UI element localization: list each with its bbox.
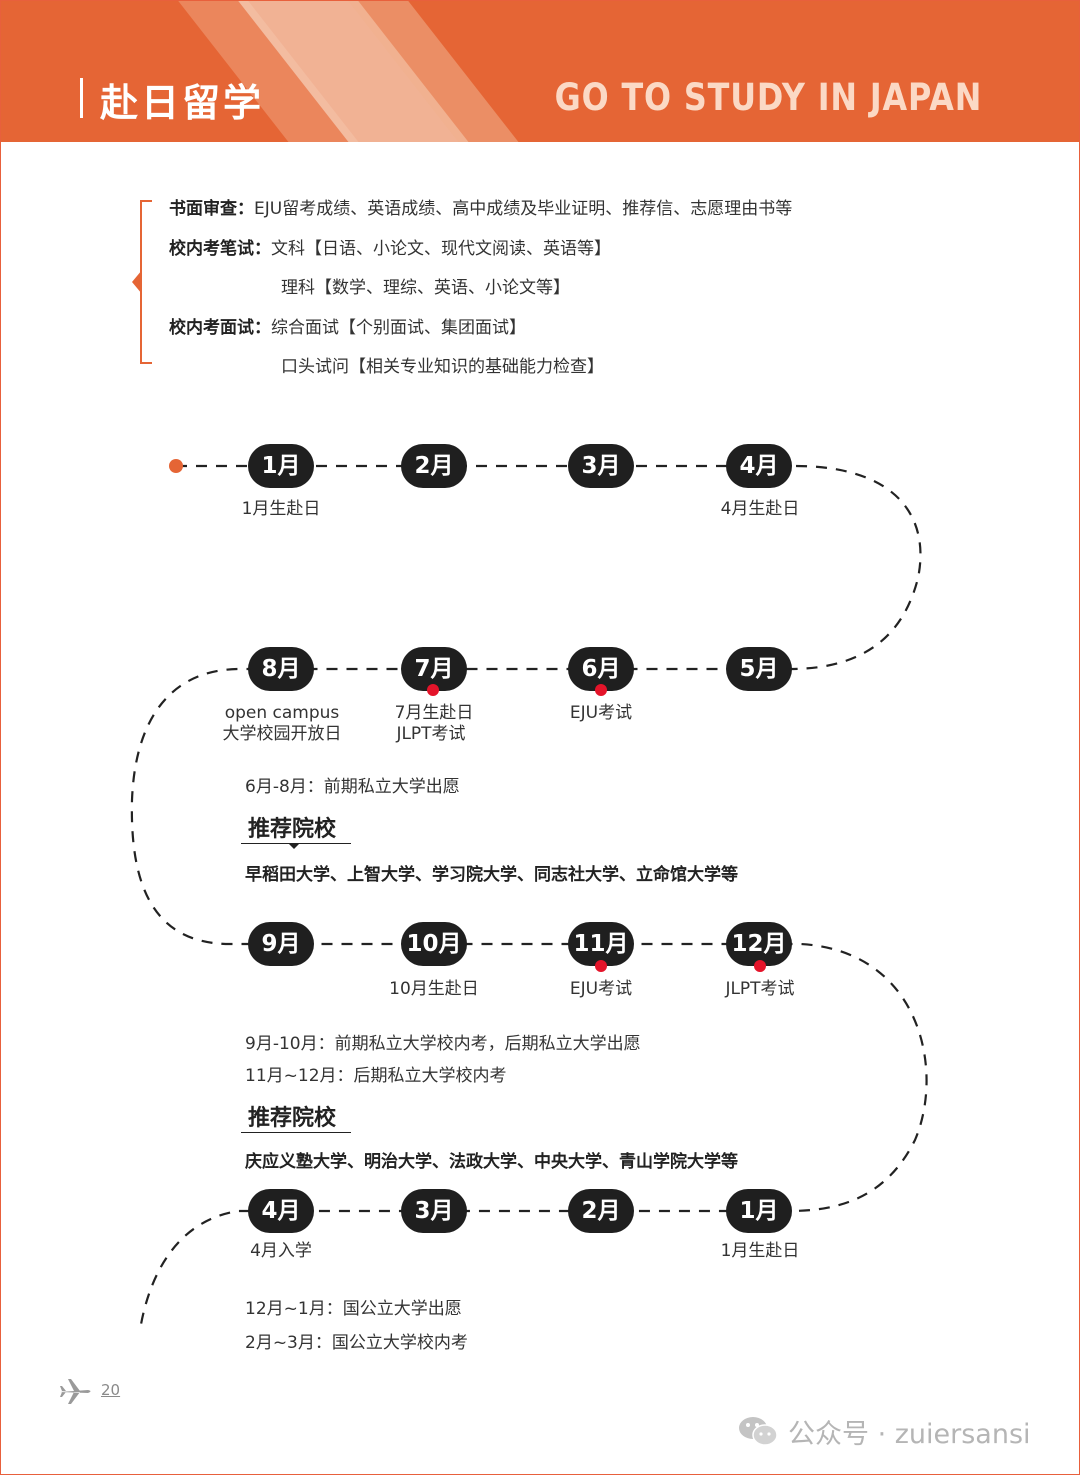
requirement-label: 校内考笔试： [169,239,271,259]
page-title: 赴日留学 [100,81,265,125]
month-pill: 6月 [568,647,634,691]
month-pill: 2月 [401,444,467,488]
requirement-label: 校内考面试： [169,318,271,338]
month-pill: 3月 [568,444,634,488]
title-bar [80,78,83,118]
month-pill: 9月 [248,922,314,966]
requirement-interview: 校内考面试：综合面试【个别面试、集团面试】 [169,313,526,338]
recommend-heading: 推荐院校 [248,1106,337,1131]
event-marker [595,684,607,696]
timeline-note: 6月-8月：前期私立大学出愿 [245,777,460,797]
requirement-document-review: 书面审查：EJU留考成绩、英语成绩、高中成绩及毕业证明、推荐信、志愿理由书等 [169,194,792,219]
timeline-note: 12月~1月：国公立大学出愿 [245,1299,462,1319]
event-marker [595,960,607,972]
month-event-label: 4月入学 [250,1241,312,1261]
month-event-label: 7月生赴日 [394,703,474,723]
month-pill: 7月 [401,647,467,691]
page-title-english: GO TO STUDY IN JAPAN [554,76,982,119]
recommended-schools: 庆应义塾大学、明治大学、法政大学、中央大学、青山学院大学等 [245,1152,738,1172]
month-event-label: JLPT考试 [396,724,466,744]
event-marker [754,960,766,972]
page-number: 20 [101,1381,121,1399]
month-event-label: 1月生赴日 [241,499,321,519]
month-pill: 10月 [401,922,467,966]
requirement-text: 综合面试【个别面试、集团面试】 [271,318,526,338]
month-pill: 11月 [568,922,634,966]
month-pill: 12月 [726,922,792,966]
requirement-text: EJU留考成绩、英语成绩、高中成绩及毕业证明、推荐信、志愿理由书等 [254,199,793,219]
requirement-label: 书面审查： [169,199,254,219]
recommended-schools: 早稻田大学、上智大学、学习院大学、同志社大学、立命馆大学等 [245,865,738,885]
requirement-written-exam: 校内考笔试：文科【日语、小论文、现代文阅读、英语等】 [169,234,611,259]
month-event-label: open campus [224,703,340,723]
month-pill: 8月 [248,647,314,691]
month-event-label: 大学校园开放日 [222,724,342,744]
airplane-icon [60,1379,91,1404]
timeline-note: 2月~3月：国公立大学校内考 [245,1333,468,1353]
recommend-heading: 推荐院校 [248,817,337,842]
month-event-label: 10月生赴日 [389,979,479,999]
month-pill: 1月 [726,1189,792,1233]
requirement-text: 文科【日语、小论文、现代文阅读、英语等】 [271,239,611,259]
heading-notch [288,843,300,849]
month-event-label: EJU考试 [569,703,633,723]
requirement-science: 理科【数学、理综、英语、小论文等】 [281,278,570,298]
month-pill: 4月 [726,444,792,488]
bracket-arrow [132,270,142,294]
wechat-icon [739,1417,778,1446]
heading-underline [241,1132,351,1133]
month-event-label: EJU考试 [569,979,633,999]
month-pill: 3月 [401,1189,467,1233]
timeline-note: 9月-10月：前期私立大学校内考，后期私立大学出愿 [245,1034,641,1054]
page-header: 赴日留学 GO TO STUDY IN JAPAN [0,0,1080,142]
month-pill: 2月 [568,1189,634,1233]
month-pill: 1月 [248,444,314,488]
watermark-text: 公众号 · zuiersansi [788,1419,1031,1450]
month-event-label: JLPT考试 [725,979,795,999]
timeline-note: 11月~12月：后期私立大学校内考 [245,1066,507,1086]
month-event-label: 1月生赴日 [720,1241,800,1261]
month-pill: 4月 [248,1189,314,1233]
event-marker [427,684,439,696]
month-event-label: 4月生赴日 [720,499,800,519]
requirement-oral: 口头试问【相关专业知识的基础能力检查】 [281,357,604,377]
month-pill: 5月 [726,647,792,691]
timeline-start-dot [169,459,183,473]
